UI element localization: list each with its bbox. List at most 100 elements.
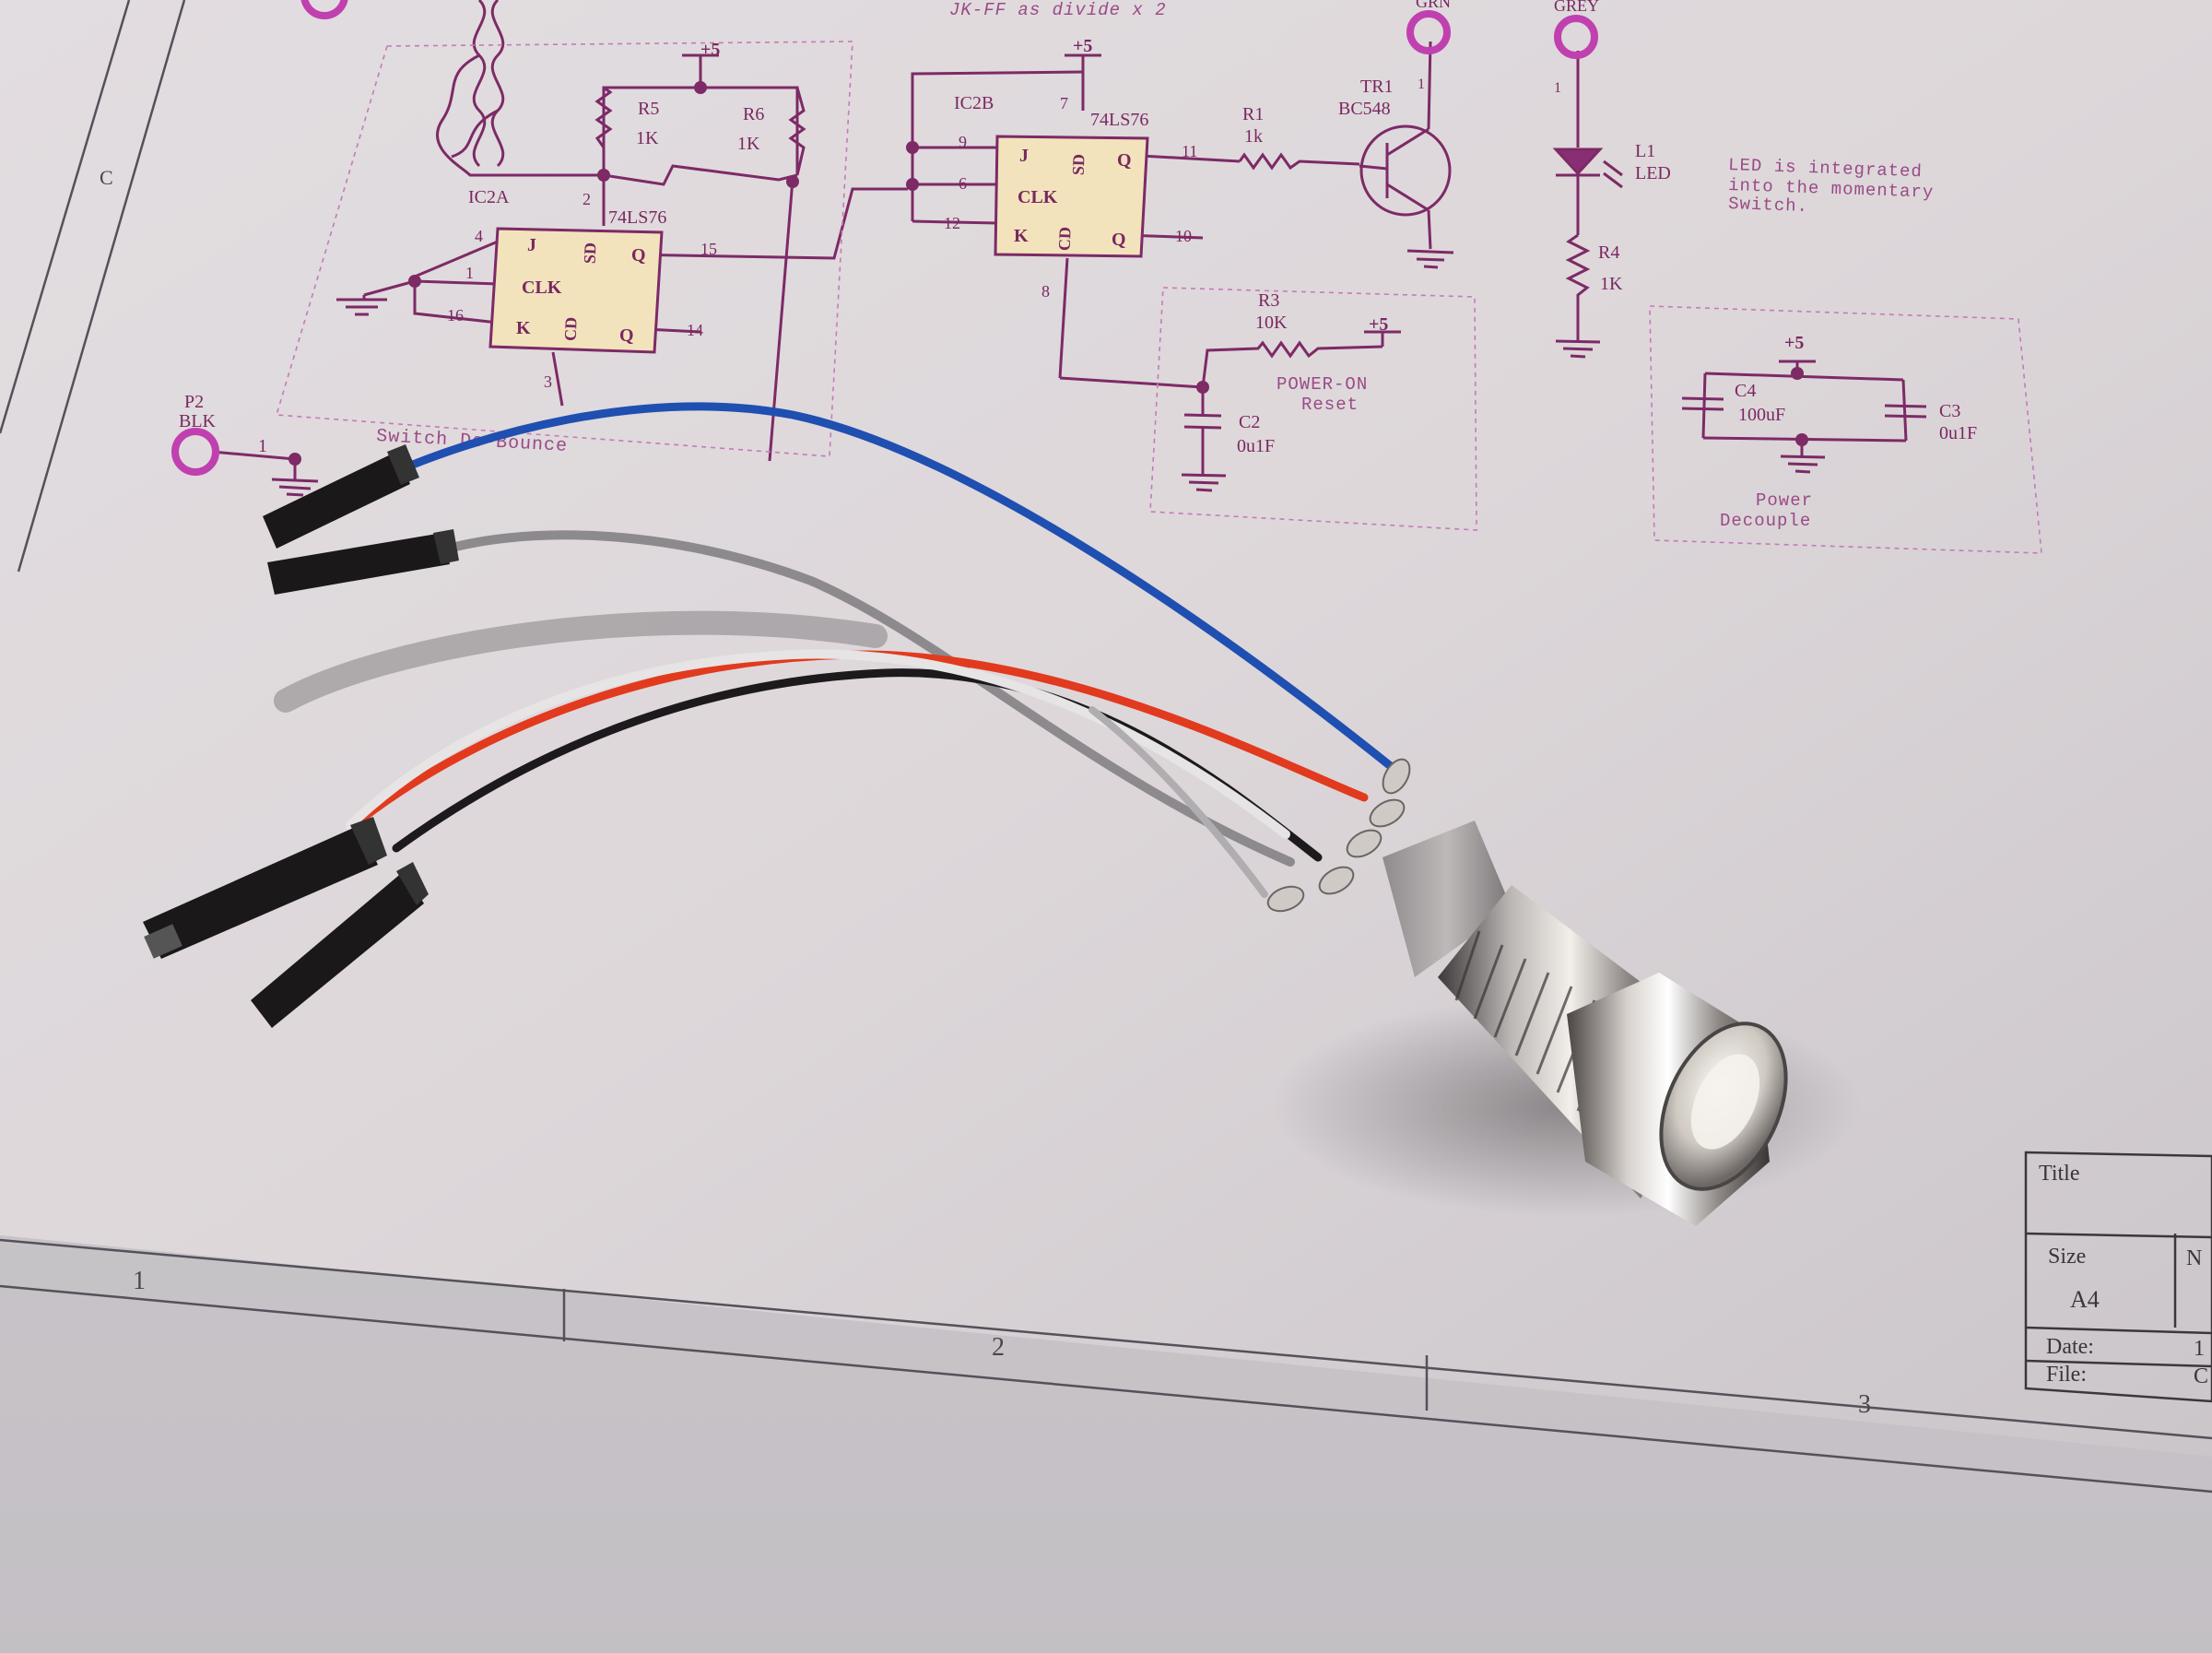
size-label: Size	[2048, 1245, 2086, 1269]
c2-val: 0u1F	[1237, 436, 1275, 456]
ic2a-pin-cd: CD	[561, 317, 581, 342]
power-label-ic2b: +5	[1073, 36, 1092, 56]
ic2a-pin-num-2: 2	[582, 190, 591, 208]
r4-ref: R4	[1598, 242, 1619, 263]
ic2a-pin-num-14: 14	[687, 321, 703, 339]
ic2a-pin-j: J	[527, 235, 536, 255]
ic2b-pin-num-10: 10	[1175, 227, 1192, 245]
ic2a-pin-num-3: 3	[544, 372, 552, 391]
ic2b-pin-k: K	[1014, 226, 1029, 246]
file-value: C	[2194, 1364, 2208, 1388]
group-boxes	[275, 41, 2042, 554]
blue-wire	[373, 402, 1396, 772]
border-col-label-2: 2	[992, 1333, 1005, 1362]
ic2a-part: 74LS76	[608, 207, 666, 228]
tr1-val: BC548	[1338, 99, 1391, 119]
ic2b-pin-sd: SD	[1069, 154, 1088, 176]
r6-val: 1K	[737, 134, 760, 154]
ic2a-pin-k: K	[516, 318, 531, 338]
grey-label: GREY	[1554, 0, 1599, 15]
power-label-decouple: +5	[1784, 333, 1804, 353]
r5-r6-symbols	[594, 86, 806, 176]
ic2a-pin-sd: SD	[581, 242, 600, 265]
c3-ref: C3	[1939, 401, 1960, 421]
r5-ref: R5	[638, 99, 659, 119]
ic2b-pin-num-7: 7	[1060, 94, 1068, 112]
c3-val: 0u1F	[1939, 423, 1977, 443]
ic2a-pin-num-15: 15	[700, 240, 717, 258]
paper-lower-area	[0, 1235, 2212, 1653]
decouple-label-line-1: Power	[1756, 490, 1813, 511]
junction-dots	[288, 81, 1808, 466]
dupont-connectors	[143, 444, 459, 1028]
momentary-switch	[1382, 821, 1788, 1226]
grey-wire	[429, 530, 1295, 867]
border-col-label-1: 1	[133, 1267, 146, 1295]
ic2a-name: IC2A	[468, 187, 510, 207]
ic2a-pin-qn: Q	[619, 325, 634, 346]
ic2a-pin-num-4: 4	[475, 227, 483, 245]
connector-pads	[171, 0, 1598, 476]
l1-ref: L1	[1635, 141, 1655, 161]
wire-shadow	[274, 610, 888, 713]
ic2b-body	[994, 135, 1149, 258]
size-value: A4	[2070, 1286, 2100, 1313]
date-value: 1	[2194, 1337, 2205, 1361]
ic2a-pin-q: Q	[631, 245, 646, 266]
poweron-label-line-1: POWER-ON	[1277, 374, 1368, 395]
p2-val: BLK	[179, 411, 217, 431]
date-label: Date:	[2046, 1335, 2094, 1359]
solder-lugs	[1266, 758, 1411, 913]
ic2b-pin-num-9: 9	[959, 133, 967, 151]
r1-ref: R1	[1242, 104, 1264, 124]
title-block: Title Size A4 N Date: 1 File: C	[2024, 1151, 2212, 1403]
schematic-wiring	[211, 0, 1927, 479]
ic2a-pin-num-16: 16	[447, 306, 464, 325]
r5-val: 1K	[636, 128, 659, 148]
ic2b-pin-j: J	[1019, 146, 1029, 166]
ic2b-pin-num-12: 12	[944, 214, 960, 232]
file-label: File:	[2046, 1363, 2087, 1387]
grn-label: GRN	[1416, 0, 1451, 11]
ic2b-pin-num-6: 6	[959, 174, 967, 193]
component-labels: +5 +5 +5 +5 R5 1K R6 1K R1 1k R3 10K R4 …	[179, 0, 1977, 456]
ic2b-name: IC2B	[954, 93, 994, 113]
ic2b-pin-clk: CLK	[1018, 187, 1058, 207]
title-label: Title	[2039, 1162, 2079, 1186]
c2-ref: C2	[1239, 412, 1260, 432]
c4-val: 100uF	[1738, 405, 1785, 425]
led-note-line-3: Switch.	[1728, 194, 1809, 217]
decouple-label-line-2: Decouple	[1720, 511, 1811, 531]
ic2b-part: 74LS76	[1090, 110, 1148, 130]
p2-ref: P2	[184, 392, 204, 412]
ic2a-body	[488, 227, 664, 354]
r1-val: 1k	[1244, 126, 1263, 147]
power-label-ic2a: +5	[700, 40, 720, 60]
grn-pin-label: 1	[1418, 77, 1425, 92]
switch-collar	[1382, 821, 1512, 977]
ic2b-pin-qn: Q	[1112, 230, 1126, 250]
border-row-label: C	[100, 166, 113, 189]
ground-symbols	[271, 53, 1826, 497]
ic2b-pin-num-8: 8	[1041, 282, 1050, 301]
grey-pin-label: 1	[1554, 80, 1561, 96]
ic2a-pin-num-1: 1	[465, 264, 474, 282]
switch-led-ring	[1690, 1054, 1760, 1150]
number-label: N	[2186, 1246, 2202, 1270]
poweron-label-line-2: Reset	[1301, 395, 1359, 415]
white-wire	[346, 649, 1290, 839]
c4-ref: C4	[1735, 381, 1756, 401]
r6-ref: R6	[743, 104, 764, 124]
sheet-border	[0, 0, 2212, 1494]
ic2b-pin-q: Q	[1117, 150, 1132, 171]
ic2a-pin-clk: CLK	[522, 277, 562, 298]
tr1-ref: TR1	[1360, 77, 1394, 97]
r3-ref: R3	[1258, 290, 1279, 311]
r4-val: 1K	[1600, 274, 1623, 294]
r3-val: 10K	[1255, 313, 1288, 333]
grey-lead-wire	[1088, 706, 1268, 898]
border-col-label-3: 3	[1858, 1390, 1871, 1419]
top-caption: JK-FF as divide x 2	[949, 0, 1167, 20]
p2-pin: 1	[258, 436, 267, 456]
